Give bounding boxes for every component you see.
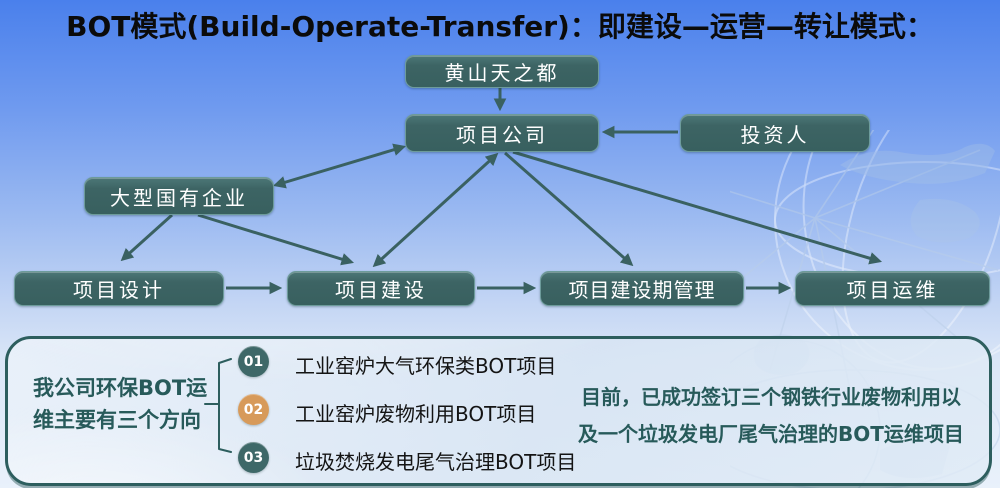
panel-intro-text: 我公司环保BOT运 维主要有三个方向: [33, 372, 213, 436]
item-label-01: 工业窑炉大气环保类BOT项目: [295, 354, 557, 378]
item-badge-02: 02: [238, 394, 269, 425]
node-construction-period-management: 项目建设期管理: [540, 271, 744, 306]
slide-title: BOT模式(Build-Operate-Transfer)：即建设—运营—转让模…: [66, 10, 934, 43]
node-project-company: 项目公司: [405, 114, 599, 152]
item-label-02: 工业窑炉废物利用BOT项目: [295, 402, 537, 426]
panel-note-text: 目前，已成功签订三个钢铁行业废物利用以 及一个垃圾发电厂尾气治理的BOT运维项目: [565, 379, 977, 453]
node-owner: 黄山天之都: [405, 55, 599, 88]
node-investor: 投资人: [680, 114, 870, 152]
node-project-design: 项目设计: [14, 271, 224, 306]
item-badge-03: 03: [238, 442, 269, 473]
node-state-owned-enterprise: 大型国有企业: [84, 177, 274, 215]
item-label-03: 垃圾焚烧发电尾气治理BOT项目: [295, 450, 577, 474]
panel-note-line2: 及一个垃圾发电厂尾气治理的BOT运维项目: [578, 422, 964, 446]
node-project-operation: 项目运维: [795, 271, 990, 306]
panel-intro-line1: 我公司环保BOT运: [33, 376, 208, 400]
panel-intro-line2: 维主要有三个方向: [33, 408, 201, 432]
node-project-construction: 项目建设: [287, 271, 475, 306]
panel-note-line1: 目前，已成功签订三个钢铁行业废物利用以: [581, 385, 961, 409]
item-badge-01: 01: [238, 346, 269, 377]
